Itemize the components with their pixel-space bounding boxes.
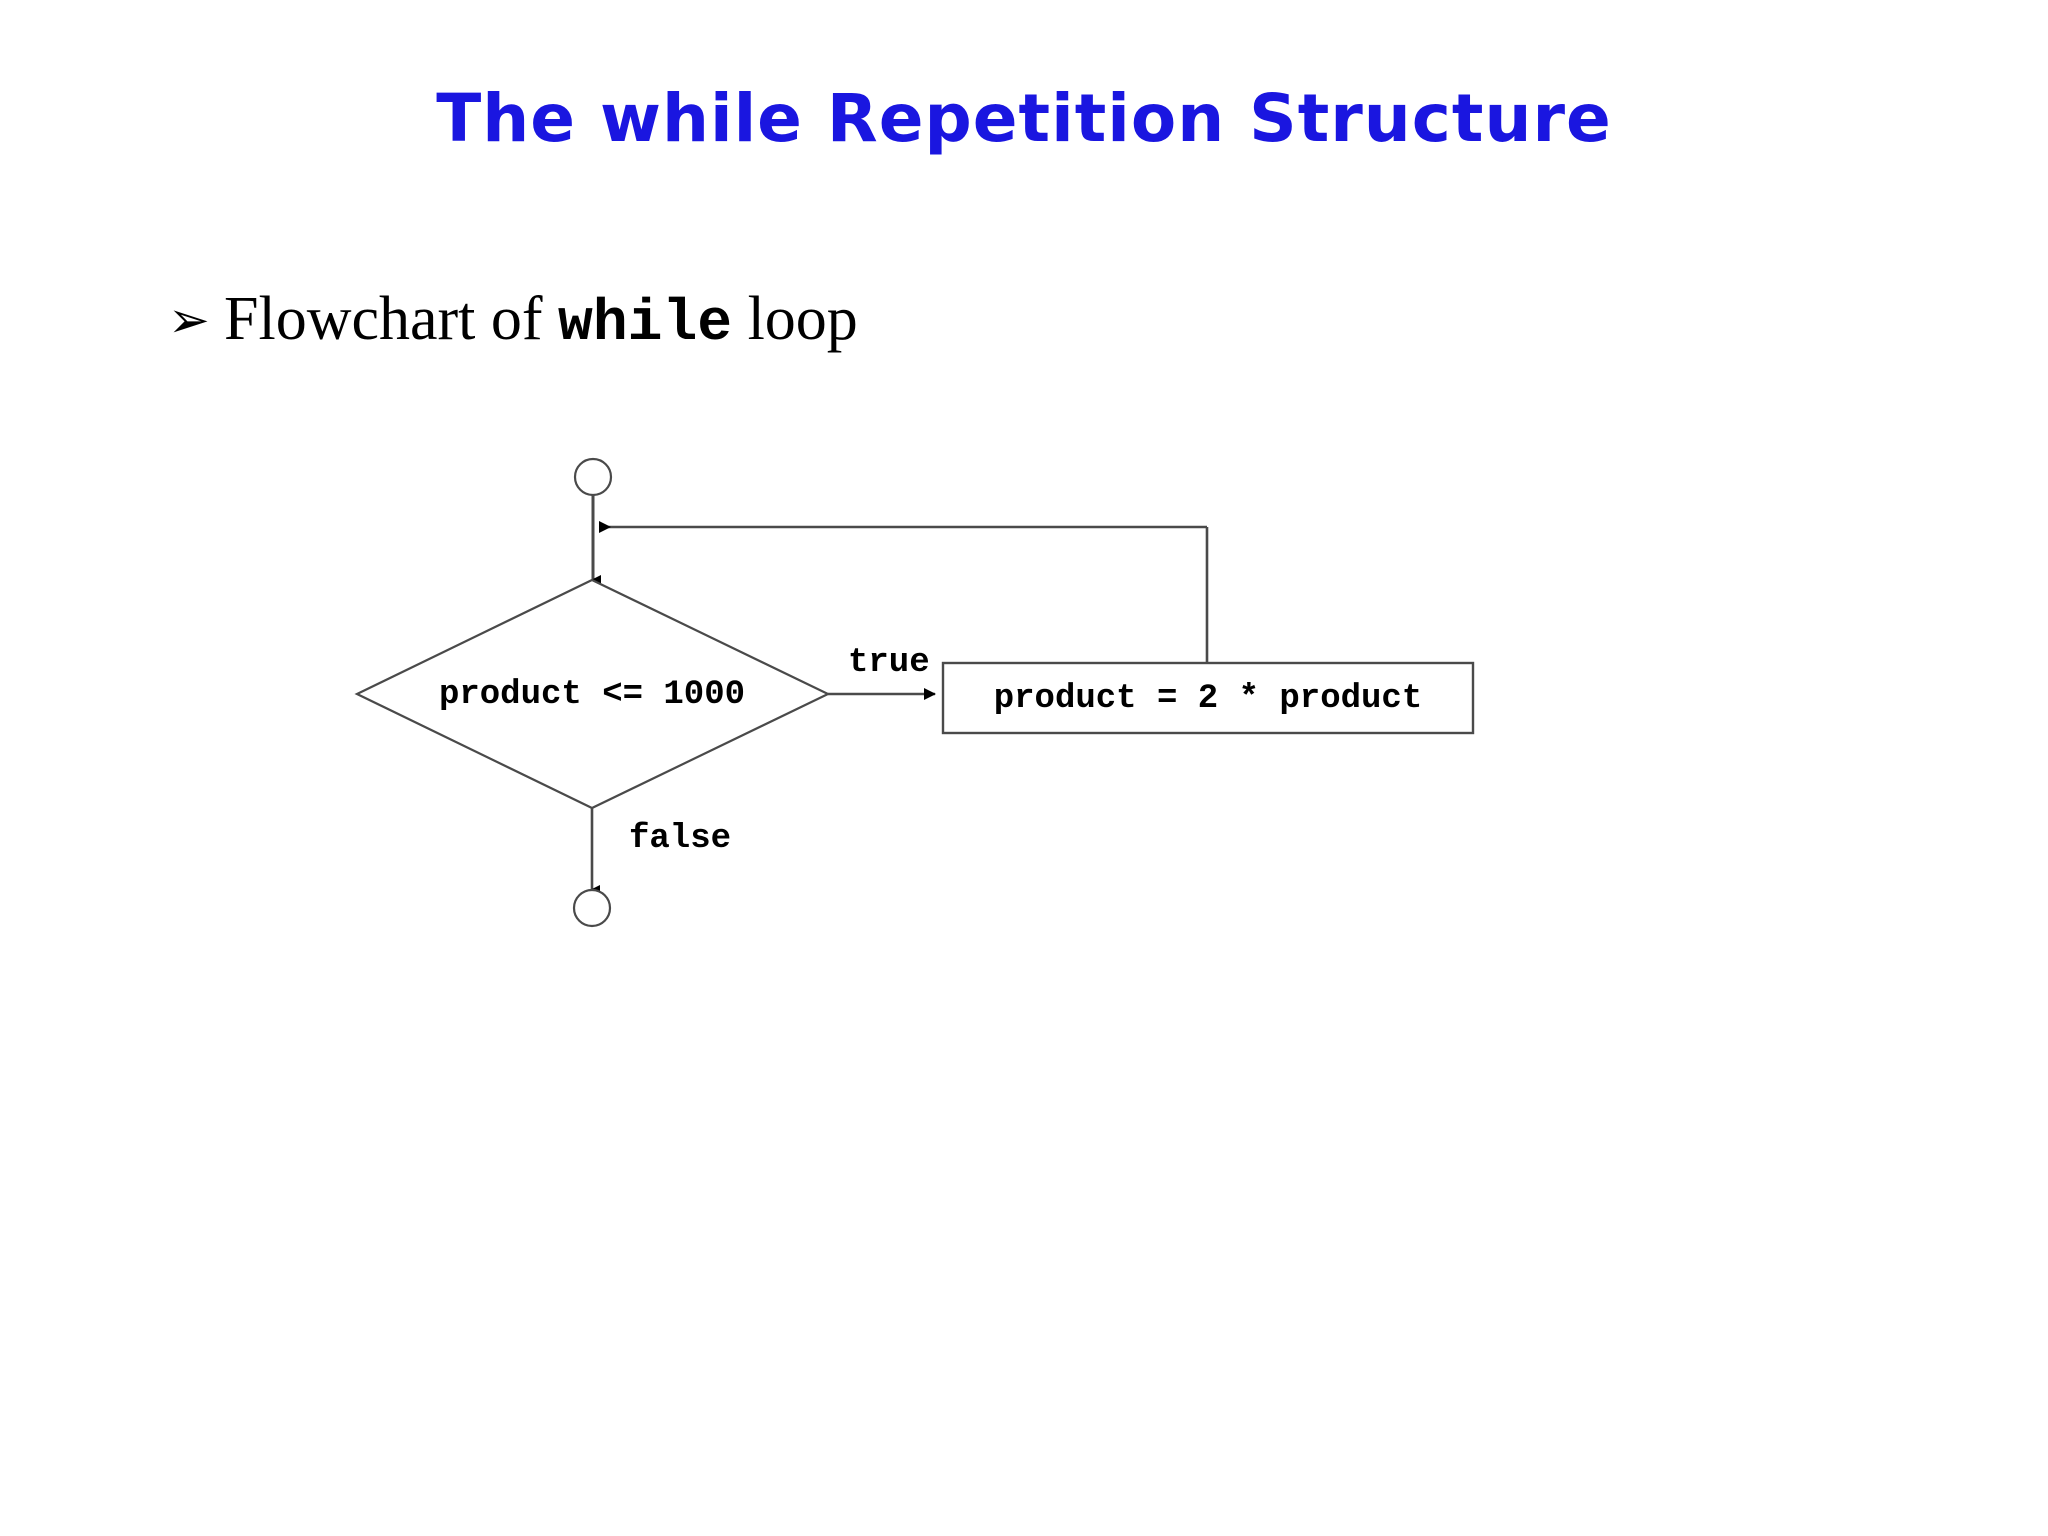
branch-label-true: true [848, 644, 930, 682]
page-title: The while Repetition Structure [436, 80, 1612, 157]
branch-label-false: false [629, 820, 732, 858]
bullet-item-label: Flowchart of while loop [224, 288, 858, 354]
decision-condition-label: product <= 1000 [438, 676, 746, 714]
start-terminator-circle [573, 457, 613, 497]
end-terminator-circle [572, 888, 612, 928]
triangle-arrow-bullet-icon: ➢ [168, 291, 210, 349]
bullet-keyword-while: while [558, 292, 733, 357]
bullet-text-after: loop [732, 285, 858, 353]
bullet-text-before: Flowchart of [224, 285, 559, 353]
process-statement-label: product = 2 * product [993, 680, 1423, 718]
bullet-list-item: ➢ Flowchart of while loop [168, 288, 858, 354]
